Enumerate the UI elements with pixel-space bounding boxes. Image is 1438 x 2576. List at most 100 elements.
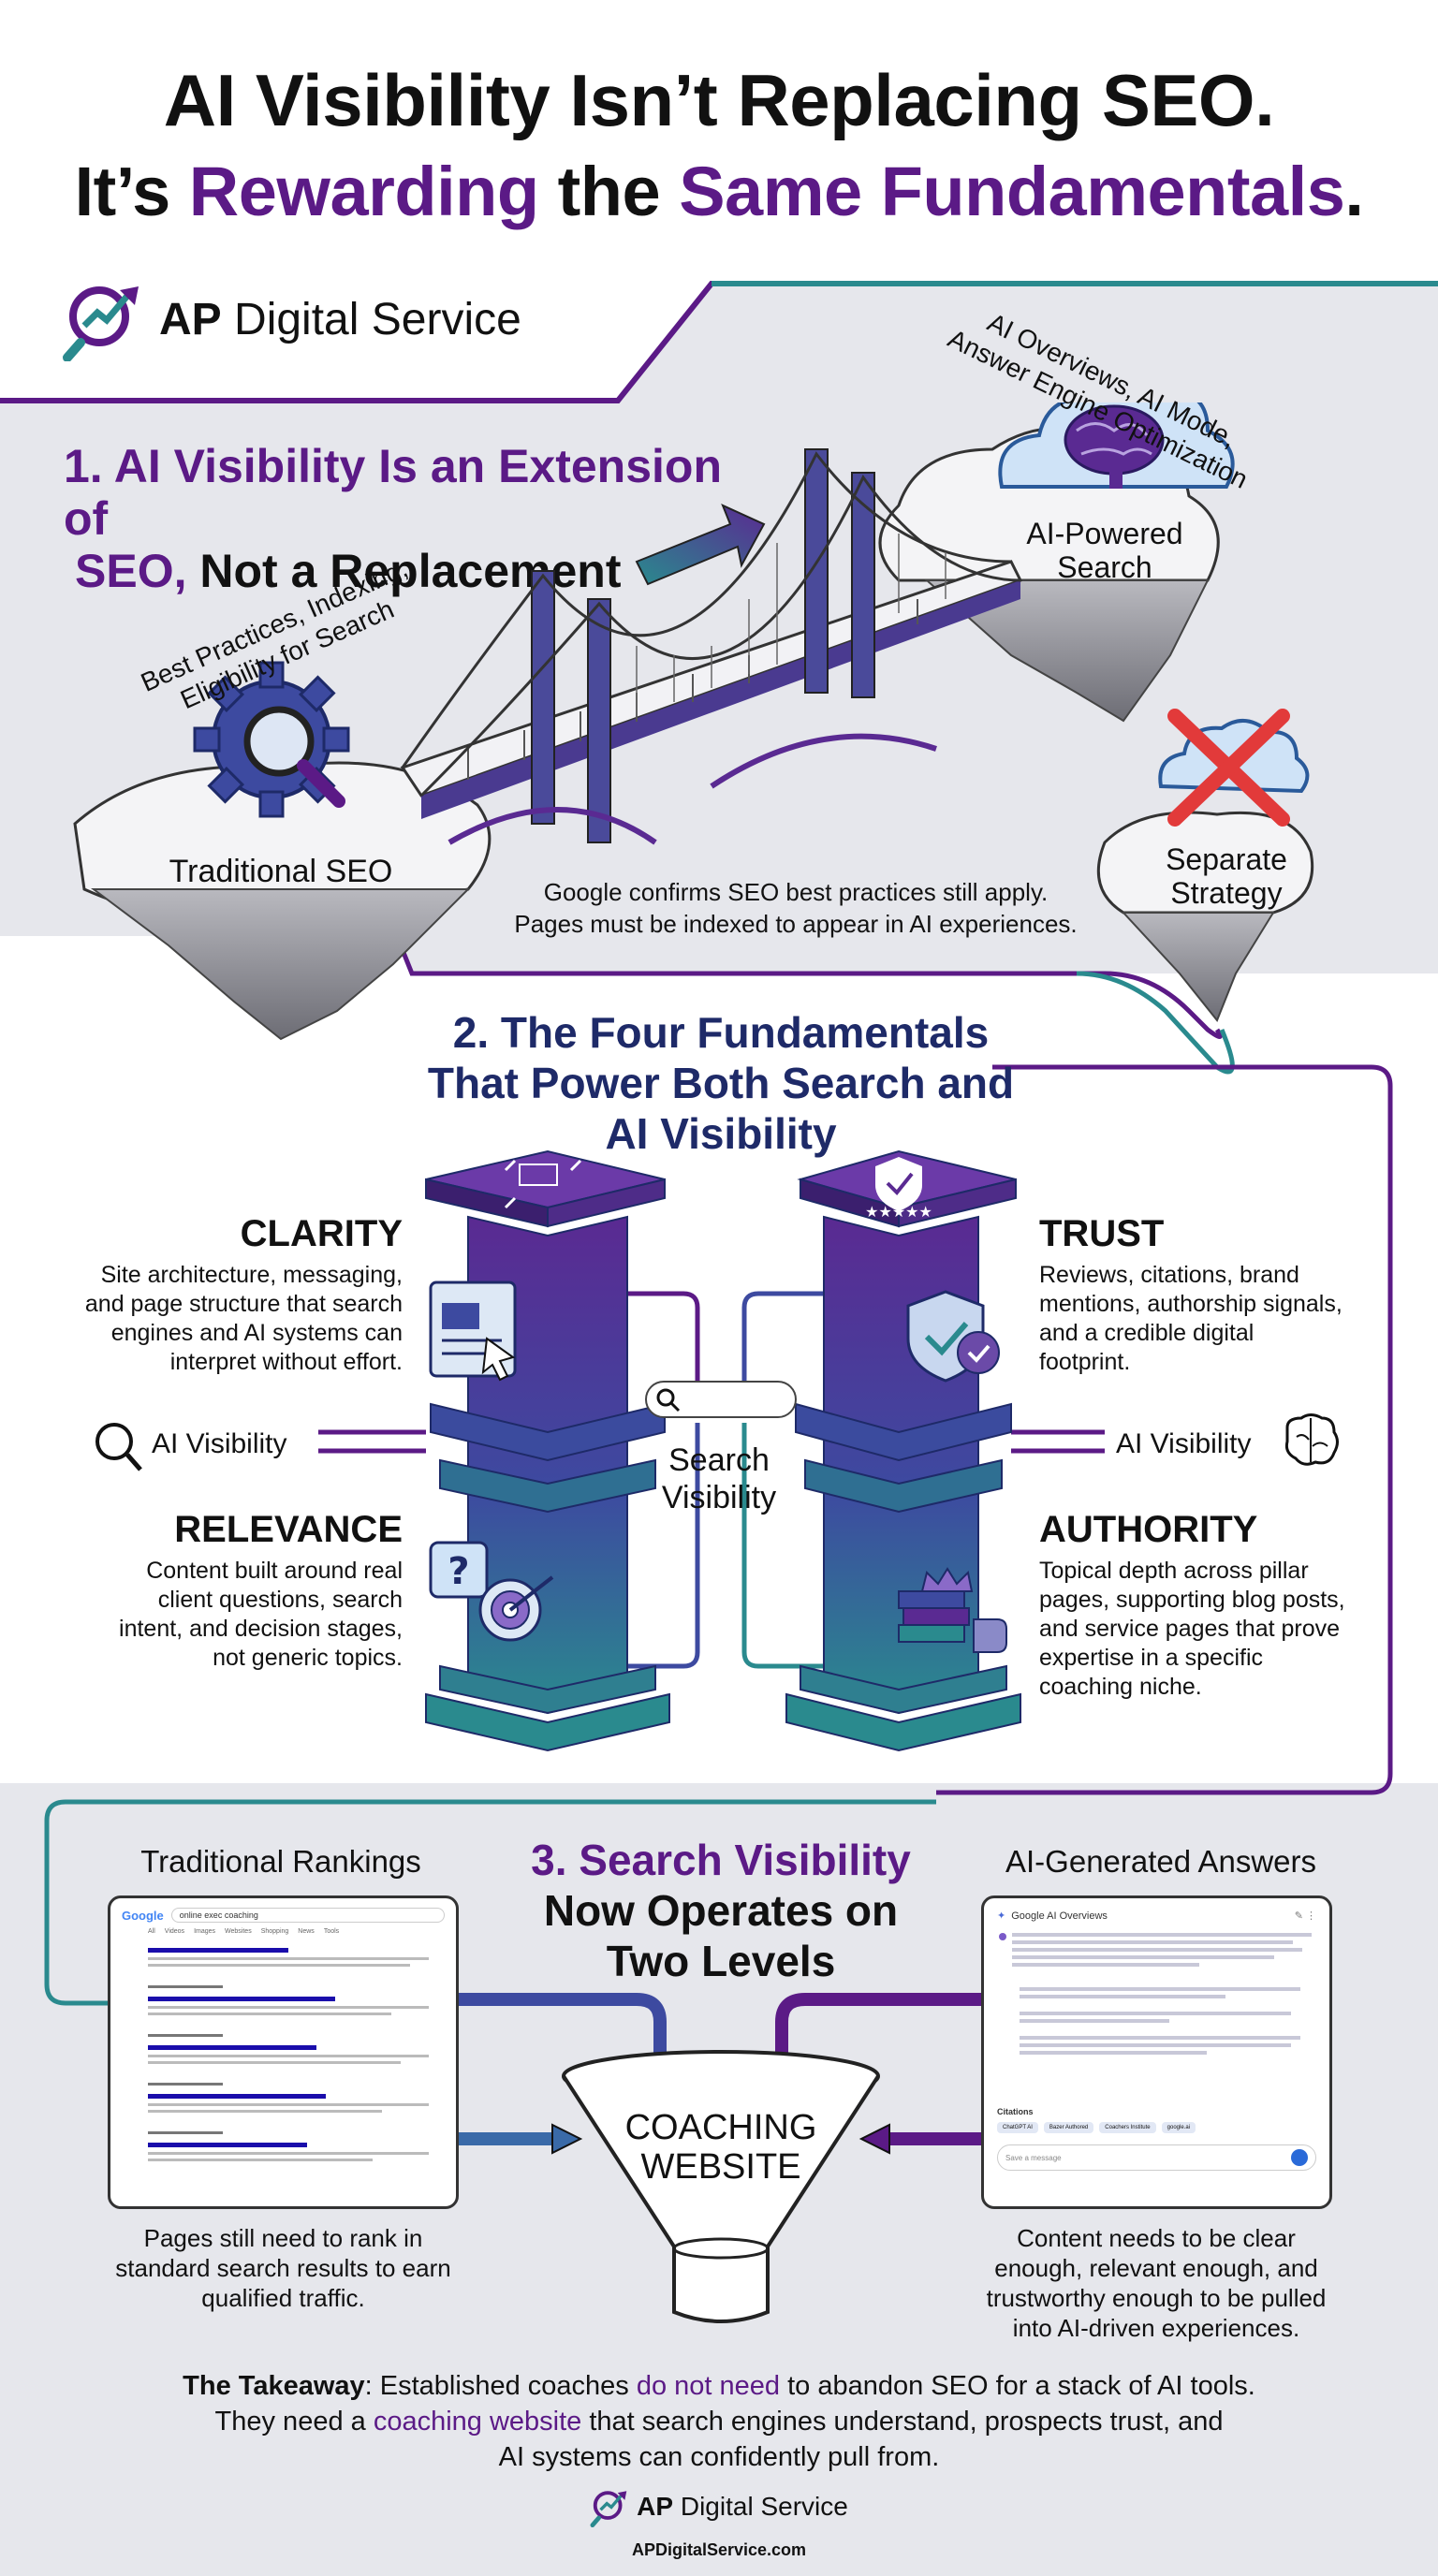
funnel-line2: WEBSITE (640, 2147, 801, 2187)
separate-line1: Separate (1166, 842, 1287, 876)
takeaway-line2: They need a coaching website that search… (94, 2404, 1344, 2439)
footer-url[interactable]: APDigitalService.com (631, 2540, 807, 2559)
serp-card: Google online exec coaching All Videos I… (108, 1895, 459, 2209)
takeaway-text: that search engines understand, prospect… (581, 2407, 1224, 2437)
citation-chip[interactable]: Bazer Authored (1043, 2122, 1094, 2133)
caption-line: qualified traffic. (201, 2284, 365, 2312)
citation-chip[interactable]: Coachers Institute (1099, 2122, 1156, 2133)
title-highlight: Rewarding (188, 153, 539, 230)
takeaway-line1: The Takeaway: Established coaches do not… (94, 2368, 1344, 2404)
serp-tab[interactable]: News (298, 1928, 315, 1935)
takeaway-text: to abandon SEO for a stack of AI tools. (780, 2371, 1255, 2401)
authority-block: AUTHORITY Topical depth across pillar pa… (1039, 1509, 1404, 1702)
relevance-block: RELEVANCE Content built around real clie… (56, 1509, 403, 1673)
authority-line: and service pages that prove (1039, 1616, 1341, 1642)
svg-text:?: ? (448, 1550, 469, 1593)
relevance-text: Content built around real client questio… (56, 1557, 403, 1673)
bridge-illustration (73, 402, 1314, 1041)
serp-results-placeholder (148, 1948, 429, 2161)
serp-tab[interactable]: Videos (164, 1928, 185, 1935)
footer-brand-strong: AP (637, 2492, 674, 2521)
section2-heading-line3: AI Visibility (605, 1109, 837, 1158)
relevance-line: client questions, search (157, 1587, 403, 1613)
caption-line: Pages still need to rank in (143, 2224, 423, 2252)
clarity-text: Site architecture, messaging, and page s… (56, 1261, 403, 1377)
authority-line: pages, supporting blog posts, (1039, 1587, 1345, 1613)
traditional-seo-label: Traditional SEO (169, 854, 393, 889)
takeaway: The Takeaway: Established coaches do not… (94, 2368, 1344, 2475)
section2-heading-line2: That Power Both Search and (427, 1059, 1015, 1107)
ai-message-input[interactable]: Save a message (1005, 2153, 1062, 2162)
serp-tab[interactable]: Images (194, 1928, 216, 1935)
relevance-title: RELEVANCE (174, 1509, 403, 1550)
clarity-line: engines and AI systems can (110, 1320, 403, 1346)
section3-heading: 3. Search Visibility Now Operates on Two… (487, 1835, 955, 1986)
pillars-illustration: ★★★★★ ? (95, 1149, 1339, 1752)
svg-text:★★★★★: ★★★★★ (865, 1203, 932, 1221)
citations-label: Citations (997, 2107, 1034, 2116)
ai-overview-header: Google AI Overviews (1011, 1910, 1108, 1922)
relevance-line: intent, and decision stages, (119, 1616, 403, 1642)
trust-text: Reviews, citations, brand mentions, auth… (1039, 1261, 1404, 1377)
clarity-title: CLARITY (240, 1213, 403, 1254)
section1-heading-highlight: SEO, (75, 545, 187, 597)
search-icon (655, 1387, 682, 1413)
authority-line: Topical depth across pillar (1039, 1558, 1309, 1584)
takeaway-text: They need a (214, 2407, 374, 2437)
section3-heading-line1: 3. Search Visibility (531, 1836, 911, 1884)
section1-heading-line1: 1. AI Visibility Is an Extension of (64, 440, 723, 545)
authority-line: expertise in a specific (1039, 1645, 1264, 1671)
ai-powered-search-label: AI-Powered Search (974, 517, 1236, 584)
authority-title: AUTHORITY (1039, 1509, 1258, 1550)
caption-line: trustworthy enough to be pulled (986, 2284, 1327, 2312)
serp-tab[interactable]: All (148, 1928, 155, 1935)
search-visibility-line2: Visibility (661, 1480, 777, 1515)
title-text: the (538, 153, 680, 230)
footer-brand-name: AP Digital Service (637, 2492, 848, 2522)
authority-line: coaching niche. (1039, 1674, 1202, 1700)
brand-rest: Digital Service (221, 294, 521, 344)
relevance-line: not generic topics. (213, 1645, 403, 1671)
clarity-line: interpret without effort. (169, 1349, 403, 1375)
caption-line: enough, relevant enough, and (994, 2254, 1318, 2282)
ai-visibility-left-label: AI Visibility (152, 1428, 287, 1459)
ai-powered-line1: AI-Powered (1026, 517, 1183, 550)
takeaway-line3: AI systems can confidently pull from. (498, 2442, 940, 2472)
citation-chip[interactable]: google.ai (1161, 2122, 1196, 2133)
footer-magnifier-icon (590, 2491, 627, 2527)
caption-line: standard search results to earn (115, 2254, 451, 2282)
serp-search-box[interactable]: online exec coaching (170, 1908, 445, 1923)
trust-line: Reviews, citations, brand (1039, 1262, 1299, 1288)
title-highlight: Same Fundamentals (679, 153, 1345, 230)
brand-logo: AP Digital Service (62, 277, 521, 361)
brand-name: AP Digital Service (159, 294, 521, 345)
separate-strategy-label: Separate Strategy (1105, 842, 1348, 910)
footer-brand-rest: Digital Service (673, 2492, 848, 2521)
trust-title: TRUST (1039, 1213, 1165, 1254)
ai-powered-line2: Search (1057, 550, 1152, 584)
separate-line2: Strategy (1170, 876, 1283, 910)
title-text: It’s (74, 153, 189, 230)
note-line2: Pages must be indexed to appear in AI ex… (514, 910, 1078, 938)
takeaway-text: : Established coaches (364, 2371, 637, 2401)
send-icon[interactable] (1291, 2149, 1308, 2166)
serp-tab[interactable]: Websites (225, 1928, 252, 1935)
main-title-line-1: AI Visibility Isn’t Replacing SEO. (163, 59, 1275, 141)
funnel-line1: COACHING (624, 2108, 817, 2147)
edit-icon[interactable]: ✎ ⋮ (1294, 1910, 1316, 1922)
relevance-line: Content built around real (146, 1558, 403, 1584)
citation-chips: ChatGPT AI Bazer Authored Coachers Insti… (997, 2122, 1316, 2133)
note-line1: Google confirms SEO best practices still… (543, 878, 1049, 906)
authority-text: Topical depth across pillar pages, suppo… (1039, 1557, 1404, 1702)
brand-magnifier-icon (63, 286, 139, 361)
section1-note: Google confirms SEO best practices still… (487, 876, 1105, 940)
search-visibility-line1: Search (668, 1442, 770, 1478)
serp-tabs: All Videos Images Websites Shopping News… (148, 1928, 445, 1935)
serp-tab[interactable]: Shopping (260, 1928, 289, 1935)
clarity-block: CLARITY Site architecture, messaging, an… (56, 1213, 403, 1377)
search-visibility-label: Search Visibility (625, 1442, 813, 1516)
serp-tab[interactable]: Tools (323, 1928, 340, 1935)
clarity-line: and page structure that search (84, 1291, 403, 1317)
trust-block: TRUST Reviews, citations, brand mentions… (1039, 1213, 1404, 1377)
citation-chip[interactable]: ChatGPT AI (997, 2122, 1038, 2133)
